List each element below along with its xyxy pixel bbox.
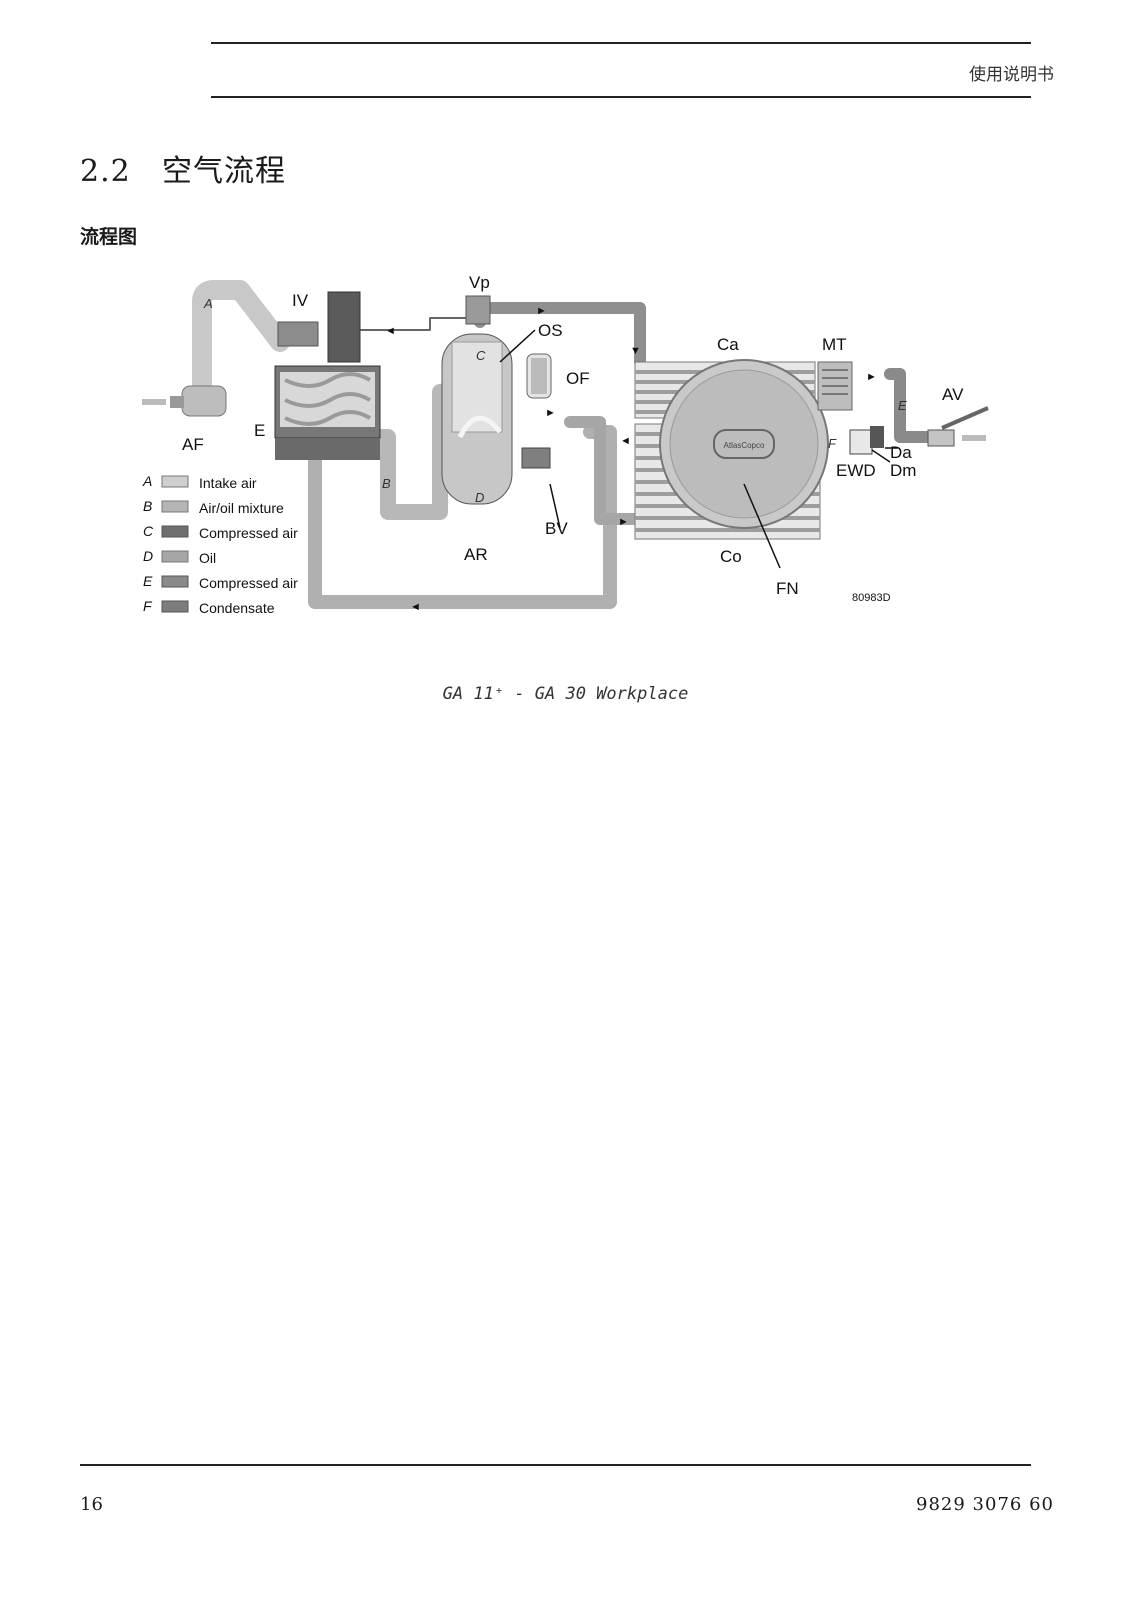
svg-text:◄: ◄ <box>410 601 421 613</box>
oil-cooler-pipe <box>564 416 641 525</box>
label-fn: FN <box>776 579 799 598</box>
svg-text:Condensate: Condensate <box>199 600 275 616</box>
svg-text:►: ► <box>545 407 556 419</box>
legend-item: E Compressed air <box>143 573 298 591</box>
air-receiver <box>441 333 513 505</box>
intake-pipe <box>192 280 290 396</box>
flow-letter-b: B <box>382 476 391 491</box>
svg-text:Air/oil mixture: Air/oil mixture <box>199 500 284 516</box>
label-vp: Vp <box>469 273 490 292</box>
legend-item: D Oil <box>143 548 216 566</box>
control-line <box>360 317 466 331</box>
header-bottom-rule <box>211 96 1031 98</box>
svg-text:Compressed air: Compressed air <box>199 525 298 541</box>
label-e: E <box>254 421 265 440</box>
label-af: AF <box>182 435 204 454</box>
min-pressure-valve <box>465 295 491 325</box>
svg-text:F: F <box>143 598 153 614</box>
cooling-fan: AtlasCopco <box>659 359 829 529</box>
page-number: 16 <box>80 1494 103 1515</box>
label-iv: IV <box>292 291 309 310</box>
bypass-valve <box>521 447 551 469</box>
label-bv: BV <box>545 519 568 538</box>
legend: A Intake air B Air/oil mixture C Compres… <box>142 473 298 616</box>
label-co: Co <box>720 547 742 566</box>
header-title: 使用说明书 <box>969 65 1054 85</box>
outlet-valve <box>927 406 989 447</box>
section-title: 空气流程 <box>162 154 286 189</box>
air-flow-diagram: AtlasCopco Vp IV OS OF Ca MT AV AF E EWD… <box>142 273 989 616</box>
svg-text:B: B <box>143 498 152 514</box>
svg-text:Compressed air: Compressed air <box>199 575 298 591</box>
section-number: 2.2 <box>80 154 131 189</box>
header-top-rule <box>211 42 1031 44</box>
label-ewd: EWD <box>836 461 876 480</box>
inlet-valve <box>277 321 319 347</box>
label-of: OF <box>566 369 590 388</box>
svg-text:A: A <box>142 473 152 489</box>
flow-letter-d: D <box>475 490 484 505</box>
electronic-water-drain <box>849 429 873 455</box>
label-mt: MT <box>822 335 847 354</box>
flow-letter-c: C <box>476 348 486 363</box>
unloader-solenoid <box>327 291 361 363</box>
svg-text:Oil: Oil <box>199 550 216 566</box>
legend-item: F Condensate <box>143 598 275 616</box>
flow-letter-f: F <box>828 436 837 451</box>
label-ca: Ca <box>717 335 739 354</box>
section-heading: 2.2 空气流程 <box>80 146 286 190</box>
legend-item: C Compressed air <box>143 523 298 541</box>
flow-letter-a: A <box>203 296 213 311</box>
document-number: 9829 3076 60 <box>916 1494 1054 1515</box>
aftercooler-outlet-pipe <box>884 368 936 443</box>
svg-text:E: E <box>143 573 153 589</box>
label-ar: AR <box>464 545 488 564</box>
svg-text:►: ► <box>618 516 629 528</box>
svg-text:►: ► <box>536 305 547 317</box>
svg-text:Intake air: Intake air <box>199 475 257 491</box>
label-dm: Dm <box>890 461 916 480</box>
brand-logo: AtlasCopco <box>724 441 765 450</box>
footer-rule <box>80 1464 1031 1466</box>
figure-caption: GA 11⁺ - GA 30 Workplace <box>442 684 689 704</box>
svg-text:◄: ◄ <box>385 325 396 337</box>
legend-item: A Intake air <box>142 473 257 491</box>
flow-letter-e: E <box>898 398 907 413</box>
air-filter <box>142 385 227 417</box>
subheading: 流程图 <box>80 226 138 248</box>
label-av: AV <box>942 385 964 404</box>
svg-text:►: ► <box>866 371 877 383</box>
svg-text:◄: ◄ <box>620 435 631 447</box>
svg-text:D: D <box>143 548 153 564</box>
label-os: OS <box>538 321 563 340</box>
legend-item: B Air/oil mixture <box>143 498 284 516</box>
label-da: Da <box>890 443 912 462</box>
label-reference: 80983D <box>852 592 891 604</box>
svg-text:▼: ▼ <box>630 345 641 357</box>
svg-text:C: C <box>143 523 154 539</box>
